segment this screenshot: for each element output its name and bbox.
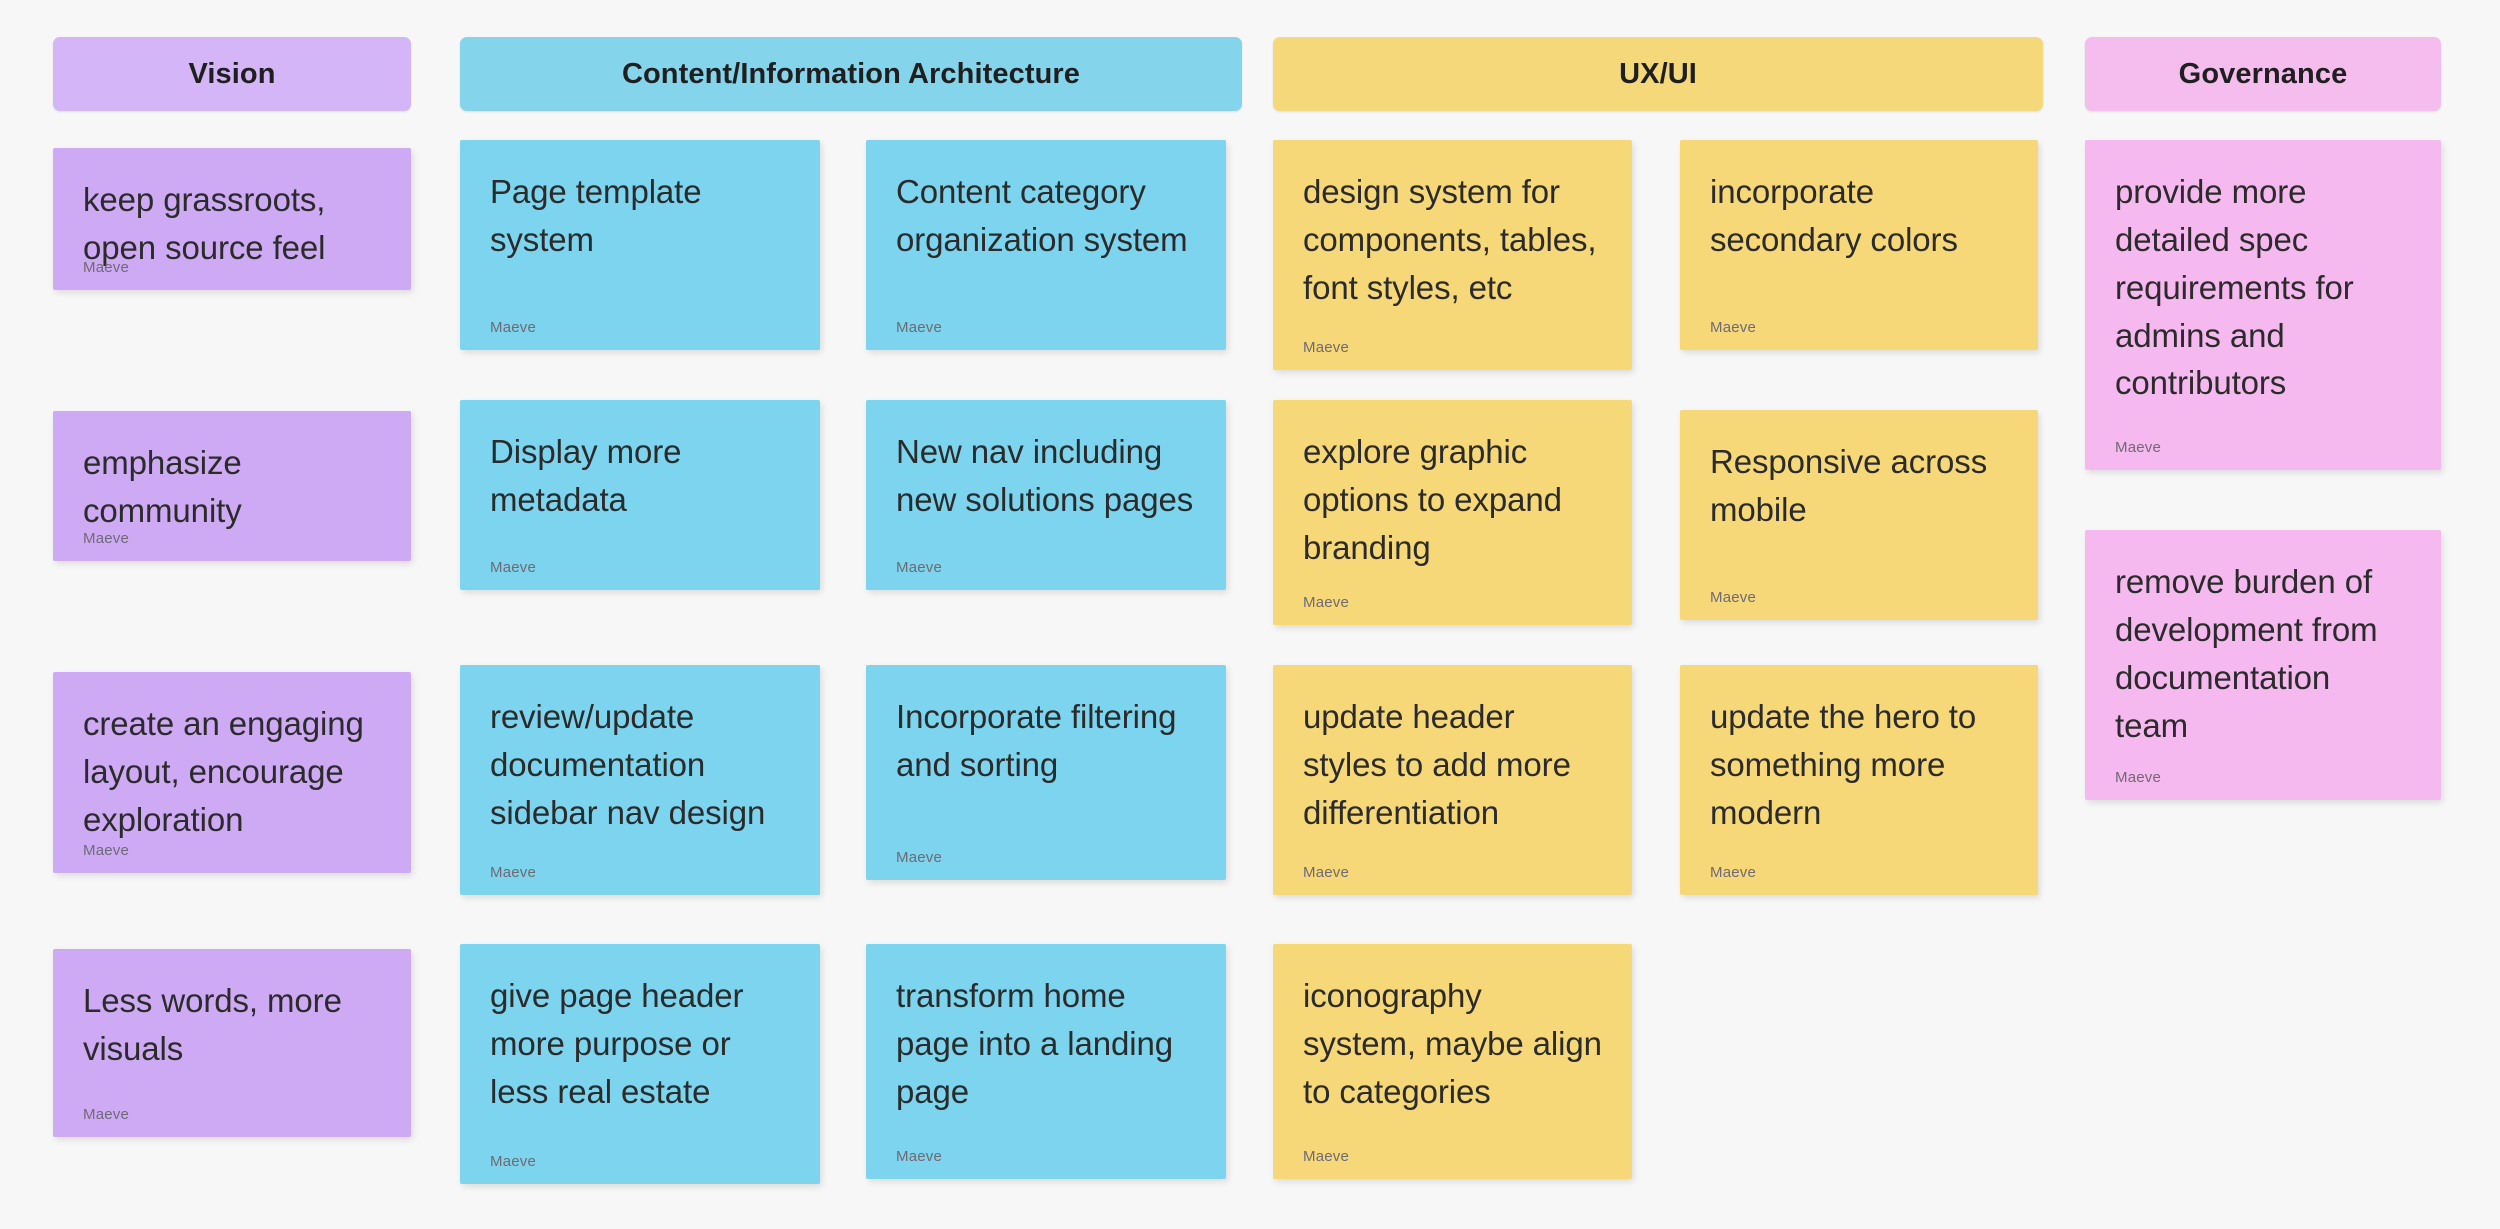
sticky-note-text: transform home page into a landing page: [896, 977, 1174, 1110]
sticky-note-author: Maeve: [896, 319, 943, 336]
sticky-note-author: Maeve: [83, 842, 130, 859]
column-header-ux-ui[interactable]: UX/UI: [1273, 37, 2043, 111]
sticky-note[interactable]: review/update documentation sidebar nav …: [460, 665, 820, 895]
sticky-note-author: Maeve: [1303, 1148, 1350, 1165]
sticky-note-author: Maeve: [490, 319, 537, 336]
sticky-note[interactable]: update header styles to add more differe…: [1273, 665, 1632, 895]
sticky-note-author: Maeve: [1710, 589, 1757, 606]
sticky-note-author: Maeve: [1303, 594, 1350, 611]
column-header-content-information-architecture[interactable]: Content/Information Architecture: [460, 37, 1242, 111]
sticky-note-author: Maeve: [1710, 319, 1757, 336]
sticky-note-author: Maeve: [896, 849, 943, 866]
sticky-note-text: Content category organization system: [896, 173, 1188, 258]
sticky-note[interactable]: give page header more purpose or less re…: [460, 944, 820, 1184]
sticky-note-text: explore graphic options to expand brandi…: [1303, 433, 1562, 566]
sticky-note-author: Maeve: [490, 559, 537, 576]
column-header-label: UX/UI: [1619, 57, 1697, 90]
sticky-note-author: Maeve: [1710, 864, 1757, 881]
sticky-note-text: update header styles to add more differe…: [1303, 698, 1571, 831]
sticky-note[interactable]: update the hero to something more modern…: [1680, 665, 2038, 895]
sticky-note-author: Maeve: [2115, 769, 2162, 786]
sticky-note-text: keep grassroots, open source feel: [83, 181, 326, 266]
sticky-note-text: Incorporate filtering and sorting: [896, 698, 1177, 783]
sticky-note-author: Maeve: [83, 259, 130, 276]
sticky-note-author: Maeve: [83, 530, 130, 547]
sticky-note-text: Less words, more visuals: [83, 982, 342, 1067]
sticky-note-text: update the hero to something more modern: [1710, 698, 1977, 831]
sticky-note-text: Display more metadata: [490, 433, 682, 518]
sticky-note[interactable]: iconography system, maybe align to categ…: [1273, 944, 1632, 1179]
sticky-note-author: Maeve: [1303, 339, 1350, 356]
sticky-note-text: give page header more purpose or less re…: [490, 977, 744, 1110]
column-header-label: Content/Information Architecture: [621, 57, 1081, 90]
sticky-note-author: Maeve: [1303, 864, 1350, 881]
sticky-note[interactable]: design system for components, tables, fo…: [1273, 140, 1632, 370]
column-header-vision[interactable]: Vision: [53, 37, 411, 111]
sticky-note-text: incorporate secondary colors: [1710, 173, 1958, 258]
sticky-note[interactable]: remove burden of development from docume…: [2085, 530, 2441, 800]
sticky-note-author: Maeve: [490, 864, 537, 881]
sticky-note-text: remove burden of development from docume…: [2115, 563, 2378, 744]
sticky-note-author: Maeve: [490, 1153, 537, 1170]
column-header-governance[interactable]: Governance: [2085, 37, 2441, 111]
sticky-note-author: Maeve: [896, 559, 943, 576]
column-header-label: Vision: [188, 57, 276, 90]
sticky-note-text: review/update documentation sidebar nav …: [490, 698, 766, 831]
sticky-note[interactable]: provide more detailed spec requirements …: [2085, 140, 2441, 470]
sticky-note[interactable]: create an engaging layout, encourage exp…: [53, 672, 411, 873]
sticky-note-text: emphasize community: [83, 444, 242, 529]
column-header-label: Governance: [2178, 57, 2348, 90]
sticky-note-text: Responsive across mobile: [1710, 443, 1988, 528]
sticky-note-author: Maeve: [896, 1148, 943, 1165]
sticky-note-text: create an engaging layout, encourage exp…: [83, 705, 364, 838]
sticky-note-text: New nav including new solutions pages: [896, 433, 1194, 518]
sticky-note-author: Maeve: [83, 1106, 130, 1123]
sticky-note-author: Maeve: [2115, 439, 2162, 456]
sticky-note-text: provide more detailed spec requirements …: [2115, 173, 2354, 402]
sticky-note-text: design system for components, tables, fo…: [1303, 173, 1597, 306]
sticky-note[interactable]: explore graphic options to expand brandi…: [1273, 400, 1632, 625]
sticky-note-text: Page template system: [490, 173, 702, 258]
sticky-note-text: iconography system, maybe align to categ…: [1303, 977, 1602, 1110]
